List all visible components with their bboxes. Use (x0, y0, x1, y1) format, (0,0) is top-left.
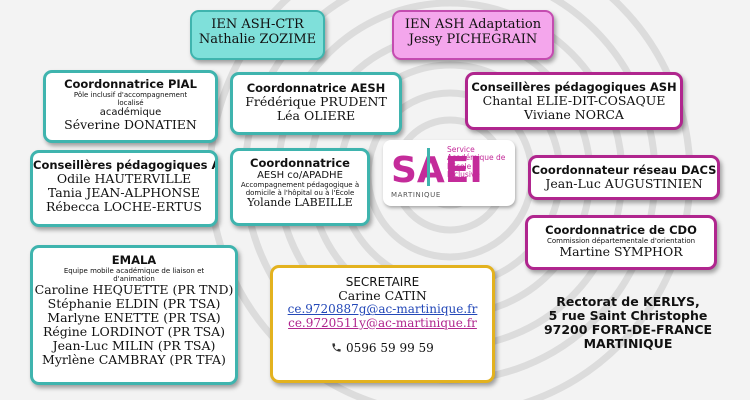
emala-member: Stéphanie ELDIN (PR TSA) (47, 295, 221, 311)
rectorat-line-3: 97200 FORT-DE-FRANCE (543, 322, 713, 337)
ien-ctr-box: IEN ASH-CTR Nathalie ZOZIME (190, 10, 325, 60)
secretaire-phone-row: 0596 59 99 59 (273, 342, 492, 355)
cdo-name: Martine SYMPHOR (559, 243, 683, 259)
cp-ash-right-title: Conseillères pédagogiques ASH (471, 80, 677, 94)
apadhe-description: Accompagnement pédagogique à domicile à … (240, 181, 360, 198)
logo-line-2: Académique de (447, 153, 506, 163)
cp-ash-left-name-3: Rébecca LOCHE-ERTUS (46, 198, 202, 214)
apadhe-title: Coordonnatrice (250, 156, 350, 170)
cp-ash-left-name-2: Tania JEAN-ALPHONSE (47, 184, 201, 200)
svg-text:SAEI: SAEI (391, 150, 483, 191)
logo-line-1: Service (447, 145, 475, 154)
ien-ctr-title: IEN ASH-CTR (211, 17, 304, 32)
emala-member: Jean-Luc MILIN (PR TSA) (52, 337, 216, 353)
logo-line-4: Inclusive (447, 170, 480, 180)
rectorat-line-1: Rectorat de KERLYS, (556, 294, 700, 309)
cp-ash-right-name-2: Viviane NORCA (524, 106, 624, 122)
ien-adaptation-box: IEN ASH Adaptation Jessy PICHEGRAIN (392, 10, 554, 60)
rectorat-line-4: MARTINIQUE (583, 336, 673, 351)
ien-ctr-name: Nathalie ZOZIME (198, 31, 317, 47)
aesh-title: Coordonnatrice AESH (246, 81, 386, 95)
emala-member: Régine LORDINOT (PR TSA) (42, 323, 226, 339)
apadhe-name: Yolande LABEILLE (247, 196, 353, 210)
pial-name: Séverine DONATIEN (64, 117, 197, 133)
cdo-box: Coordonnatrice de CDO Commission départe… (525, 215, 717, 270)
ien-adaptation-name: Jessy PICHEGRAIN (408, 31, 538, 47)
secretaire-phone: 0596 59 99 59 (346, 341, 434, 356)
apadhe-subtitle: AESH co/APADHE (257, 169, 343, 181)
logo-region: MARTINIQUE (391, 191, 441, 199)
aesh-box: Coordonnatrice AESH Frédérique PRUDENT L… (230, 72, 402, 135)
phone-icon (332, 343, 341, 352)
cp-ash-left-title: Conseillères pédagogiques ASH (33, 158, 218, 172)
cp-ash-right-name-1: Chantal ELIE-DIT-COSAQUE (482, 92, 666, 108)
emala-member: Myrlène CAMBRAY (PR TFA) (42, 351, 226, 367)
dacs-title: Coordonnateur réseau DACS (531, 163, 717, 177)
emala-description: Equipe mobile académique de liaison et d… (63, 266, 205, 283)
saei-logo-mark: SAEI (391, 148, 483, 191)
apadhe-box: Coordonnatrice AESH co/APADHE Accompagne… (230, 148, 370, 226)
pial-title: Coordonnatrice PIAL (64, 77, 197, 91)
secretaire-email-1-link[interactable]: ce.9720887g@ac-martinique.fr (287, 302, 478, 317)
cp-ash-left-name-1: Odile HAUTERVILLE (56, 170, 192, 186)
cdo-title: Coordonnatrice de CDO (545, 223, 697, 237)
pial-subtitle-1: Pôle inclusif d'accompagnement (73, 90, 188, 99)
secretaire-box: SECRETAIRE Carine CATIN ce.9720887g@ac-m… (270, 265, 495, 383)
ien-adaptation-title: IEN ASH Adaptation (404, 17, 542, 32)
logo-line-3: l'École (447, 161, 472, 171)
rectorat-address: Rectorat de KERLYS, 5 rue Saint Christop… (518, 295, 738, 351)
pial-subtitle-3: académique (99, 106, 162, 118)
secretaire-email-2-link[interactable]: ce.9720511y@ac-martinique.fr (288, 315, 477, 330)
cp-ash-right-box: Conseillères pédagogiques ASH Chantal EL… (465, 72, 683, 130)
emala-box: EMALA Equipe mobile académique de liaiso… (30, 245, 238, 385)
emala-member: Caroline HEQUETTE (PR TND) (34, 281, 234, 297)
emala-title: EMALA (111, 253, 157, 267)
rectorat-line-2: 5 rue Saint Christophe (548, 308, 708, 323)
saei-logo: SAEI Service Académique de l'École Inclu… (383, 140, 515, 206)
pial-box: Coordonnatrice PIAL Pôle inclusif d'acco… (43, 70, 218, 143)
aesh-name-1: Frédérique PRUDENT (245, 93, 387, 109)
secretaire-name: Carine CATIN (338, 288, 427, 304)
emala-member: Marlyne ENETTE (PR TSA) (47, 309, 221, 325)
cp-ash-left-box: Conseillères pédagogiques ASH Odile HAUT… (30, 150, 218, 227)
pial-subtitle-2: localisé (117, 98, 144, 107)
secretaire-title: SECRETAIRE (345, 275, 420, 289)
cdo-description: Commission départementale d'orientation (546, 236, 696, 245)
dacs-box: Coordonnateur réseau DACS Jean-Luc AUGUS… (528, 155, 720, 200)
aesh-name-2: Léa OLIERE (276, 107, 356, 123)
dacs-name: Jean-Luc AUGUSTINIEN (545, 175, 703, 191)
